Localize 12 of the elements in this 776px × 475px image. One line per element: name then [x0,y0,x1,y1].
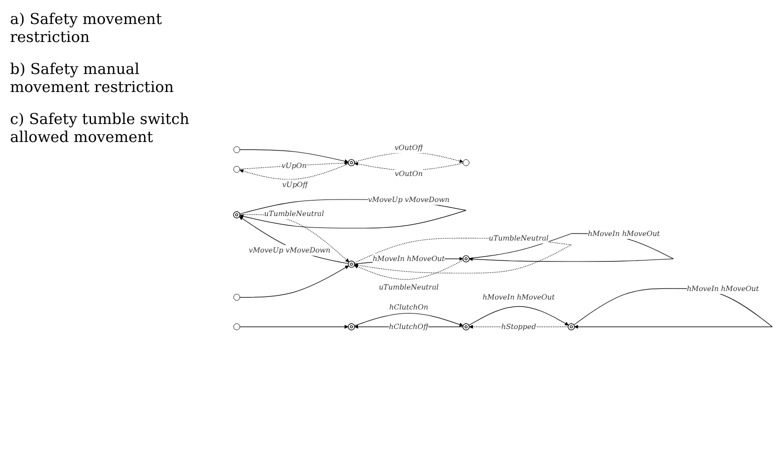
arrow [354,313,464,327]
node-circle [462,159,470,166]
section-title: c) Safety tumble switch allowed movement [10,110,190,146]
arrow [240,150,349,164]
arrow [240,164,349,180]
arrow [468,306,569,326]
section-title: b) Safety manual movement restriction [10,60,175,96]
section-title: a) Safety movement restriction [10,10,163,46]
arrow [240,324,348,329]
arrow [354,260,464,280]
arrow [240,266,349,298]
node-circle [233,166,240,173]
